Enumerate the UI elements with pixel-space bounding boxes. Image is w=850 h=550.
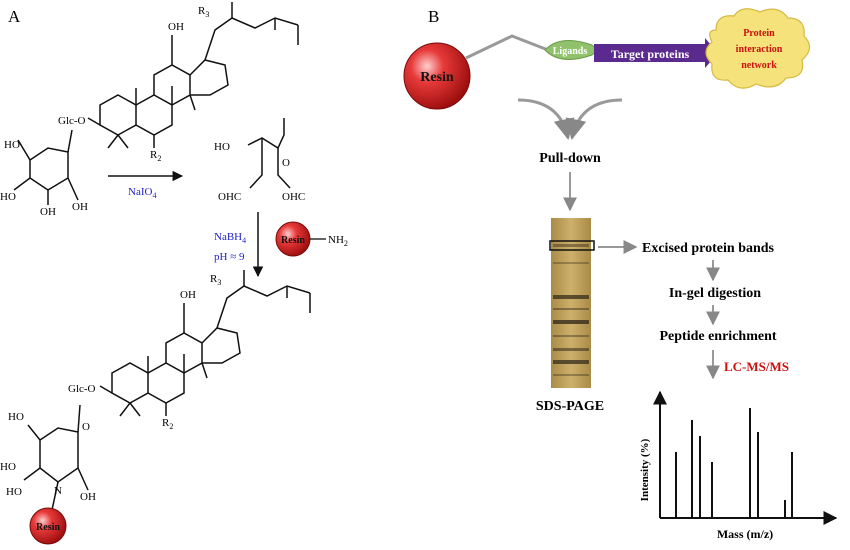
naio4-label: NaIO4 — [128, 186, 156, 200]
curved-arrow-left — [517, 98, 575, 141]
spectrum-x-label: Mass (m/z) — [717, 527, 773, 541]
interaction-network-cloud — [705, 8, 811, 89]
spectrum-y-label: Intensity (%) — [639, 438, 651, 501]
bottom-sugar-ho-2: HO — [0, 461, 16, 473]
ox-o-label: O — [282, 157, 290, 169]
step-excised: Excised protein bands — [642, 241, 775, 256]
bottom-sugar-o: O — [82, 421, 90, 433]
sds-page-label: SDS-PAGE — [536, 399, 604, 414]
oxidized-sugar-structure — [247, 118, 291, 189]
top-sugar-ho-2: HO — [0, 191, 16, 203]
nh2-label: NH2 — [328, 234, 348, 248]
network-line-3: network — [741, 60, 777, 71]
bottom-glc-label: Glc-O — [68, 383, 96, 395]
top-r3-label: R3 — [198, 5, 209, 19]
bottom-r3-label: R3 — [210, 273, 221, 287]
pull-down-label: Pull-down — [539, 151, 601, 166]
spectrum-peaks — [675, 408, 793, 518]
lcms-label: LC-MS/MS — [724, 359, 789, 374]
nabh4-label: NaBH4 — [214, 231, 246, 245]
mass-spectrum — [653, 390, 838, 525]
panel-a-label: A — [8, 7, 21, 26]
ph-label: pH ≈ 9 — [214, 251, 245, 263]
bottom-resin-sphere — [29, 507, 67, 545]
ox-ohc-right: OHC — [282, 191, 305, 203]
network-line-2: interaction — [736, 44, 783, 55]
step-enrichment: Peptide enrichment — [659, 329, 776, 344]
top-sugar-ho-1: HO — [4, 139, 20, 151]
resin-label: Resin — [420, 70, 454, 85]
top-sugar-oh-2: OH — [72, 201, 88, 213]
bottom-sugar-ho-1: HO — [8, 411, 24, 423]
bottom-sugar-oh: OH — [80, 491, 96, 503]
network-line-1: Protein — [743, 28, 775, 39]
bottom-steroid-structure — [99, 270, 311, 417]
ligands-label: Ligands — [553, 46, 588, 57]
top-steroid-structure — [87, 2, 299, 149]
target-proteins-label: Target proteins — [611, 47, 690, 61]
resin-amine-label: Resin — [281, 235, 305, 246]
bottom-sugar-n: N — [54, 485, 62, 497]
sds-page-gel — [551, 218, 591, 388]
step-digestion: In-gel digestion — [669, 286, 761, 301]
bottom-sugar-ring — [23, 404, 89, 511]
top-sugar-oh-1: OH — [40, 206, 56, 218]
bottom-r2-label: R2 — [162, 417, 173, 431]
bottom-sugar-ho-3: HO — [6, 486, 22, 498]
bottom-oh-label: OH — [180, 289, 196, 301]
resin-sphere — [403, 42, 471, 110]
ox-ohc-left: OHC — [218, 191, 241, 203]
target-proteins-arrow — [594, 38, 718, 68]
panel-b-label: B — [428, 7, 439, 26]
ox-ho-label: HO — [214, 141, 230, 153]
resin-linker — [465, 34, 549, 60]
top-oh-label: OH — [168, 21, 184, 33]
excised-band-box — [549, 240, 595, 251]
bottom-resin-label: Resin — [36, 522, 60, 533]
top-glc-label: Glc-O — [58, 115, 86, 127]
top-r2-label: R2 — [150, 149, 161, 163]
curved-arrow-right — [565, 98, 623, 141]
top-glucose-ring — [13, 129, 79, 205]
